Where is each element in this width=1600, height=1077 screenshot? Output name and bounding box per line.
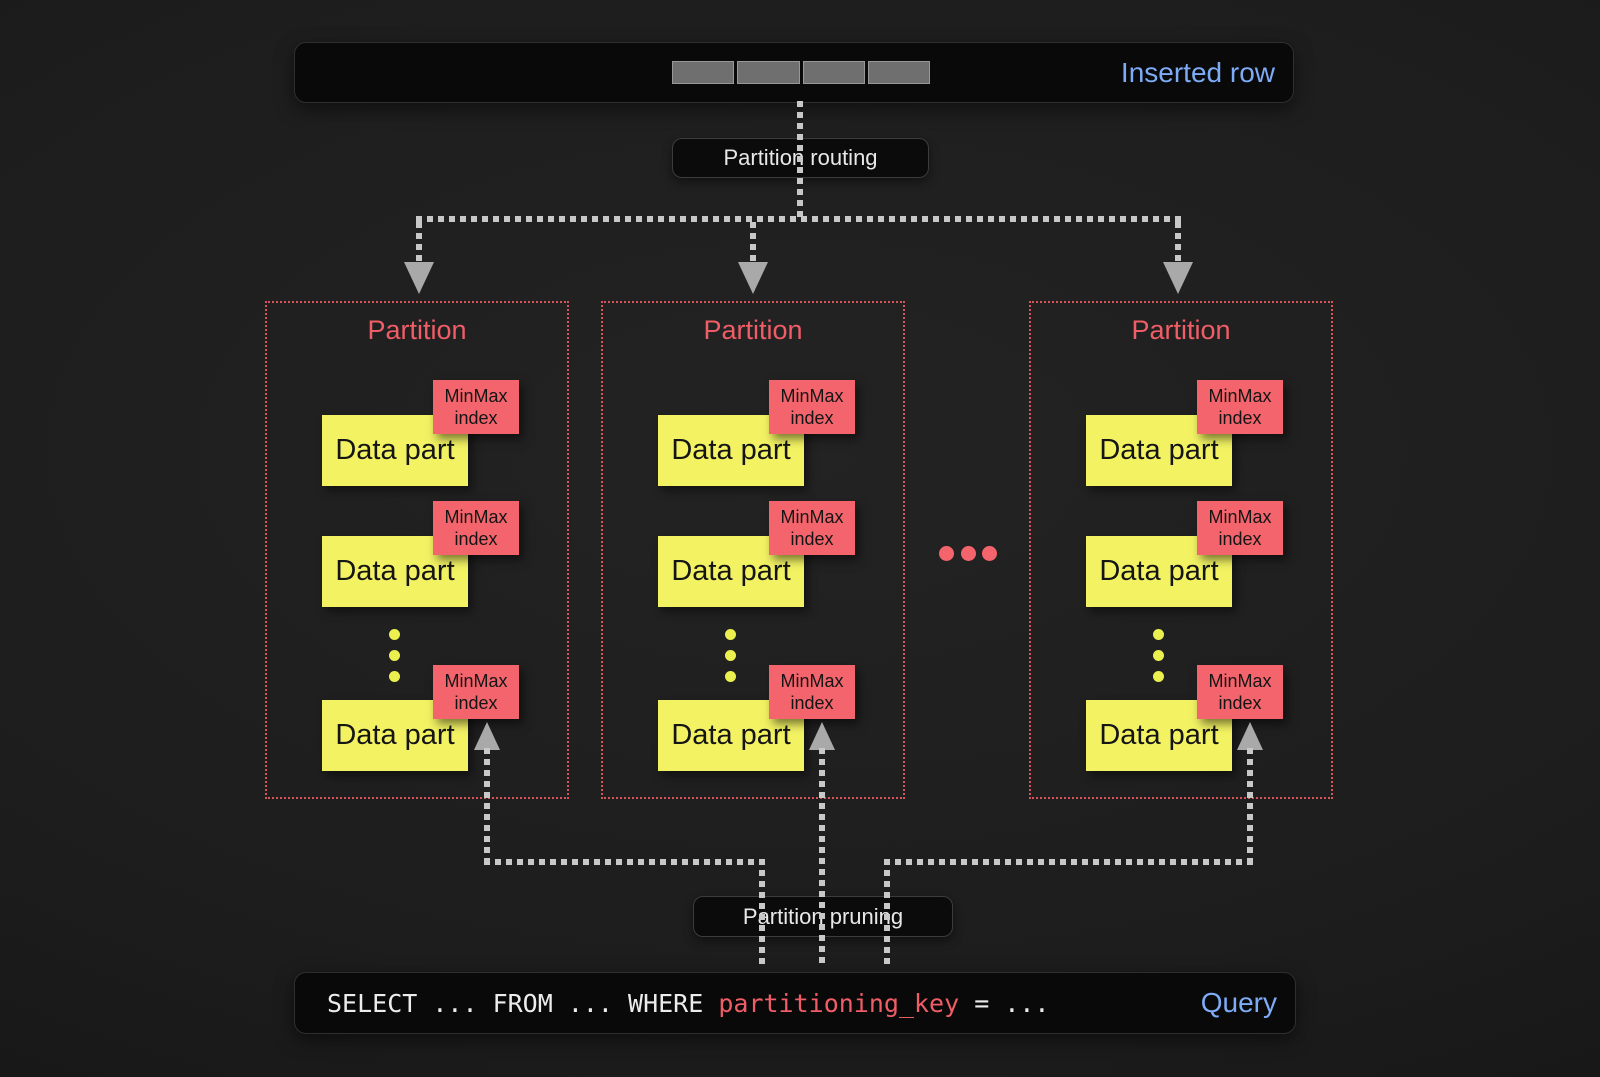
branch-line-right (1175, 222, 1181, 264)
data-part-box: Data part (322, 415, 468, 486)
branch-arrow-down-icon (738, 262, 768, 294)
partition-box-3: Partition MinMax index Data part MinMax … (1029, 301, 1333, 799)
pruning-connector-right (884, 859, 1254, 865)
vertical-ellipsis-dot (725, 629, 736, 640)
row-segment-bar (672, 61, 930, 84)
pruning-connector-left (484, 859, 769, 865)
row-segment (802, 61, 865, 84)
row-segment (737, 61, 800, 84)
partition-title: Partition (367, 315, 467, 345)
vertical-ellipsis-dot (389, 671, 400, 682)
minmax-index-badge: MinMax index (769, 501, 855, 555)
more-partitions-ellipsis-dot (982, 546, 997, 561)
minmax-arrow-up-icon (474, 722, 500, 750)
minmax-index-badge: MinMax index (1197, 665, 1283, 719)
minmax-index-badge: MinMax index (1197, 380, 1283, 434)
query-box: SELECT ... FROM ... WHERE partitioning_k… (294, 972, 1296, 1034)
vertical-ellipsis-dot (1153, 671, 1164, 682)
more-partitions-ellipsis-dot (939, 546, 954, 561)
partition-box-1: Partition MinMax index Data part MinMax … (265, 301, 569, 799)
inserted-row-label: Inserted row (1120, 56, 1275, 88)
branch-line-middle (750, 222, 756, 264)
pruning-line-left-up (484, 748, 490, 862)
fanout-line (416, 216, 1181, 222)
pruning-line-left-down (759, 859, 765, 964)
branch-line-left (416, 222, 422, 264)
inserted-row-box: Inserted row (294, 42, 1294, 103)
query-suffix: = ... (959, 988, 1050, 1018)
vertical-ellipsis-dot (389, 650, 400, 661)
pruning-line-right-down (884, 859, 890, 964)
partition-title: Partition (1131, 315, 1231, 345)
row-segment (672, 61, 735, 84)
pruning-line-middle (819, 748, 825, 964)
partition-box-2: Partition MinMax index Data part MinMax … (601, 301, 905, 799)
minmax-arrow-up-icon (809, 722, 835, 750)
vertical-ellipsis-dot (725, 671, 736, 682)
minmax-arrow-up-icon (1237, 722, 1263, 750)
query-prefix: SELECT ... FROM ... WHERE (327, 988, 719, 1018)
minmax-index-badge: MinMax index (433, 380, 519, 434)
more-partitions-ellipsis-dot (961, 546, 976, 561)
branch-arrow-down-icon (1163, 262, 1193, 294)
minmax-index-badge: MinMax index (769, 380, 855, 434)
partition-title: Partition (703, 315, 803, 345)
query-partitioning-key: partitioning_key (718, 988, 960, 1018)
row-segment (867, 61, 930, 84)
minmax-index-badge: MinMax index (1197, 501, 1283, 555)
pruning-line-right-up (1247, 748, 1253, 862)
query-label: Query (1200, 987, 1277, 1018)
insert-flow-line (797, 101, 803, 219)
vertical-ellipsis-dot (725, 650, 736, 661)
vertical-ellipsis-dot (1153, 629, 1164, 640)
minmax-index-badge: MinMax index (769, 665, 855, 719)
branch-arrow-down-icon (404, 262, 434, 294)
minmax-index-badge: MinMax index (433, 501, 519, 555)
vertical-ellipsis-dot (389, 629, 400, 640)
query-text: SELECT ... FROM ... WHERE partitioning_k… (327, 973, 1049, 1033)
vertical-ellipsis-dot (1153, 650, 1164, 661)
minmax-index-badge: MinMax index (433, 665, 519, 719)
